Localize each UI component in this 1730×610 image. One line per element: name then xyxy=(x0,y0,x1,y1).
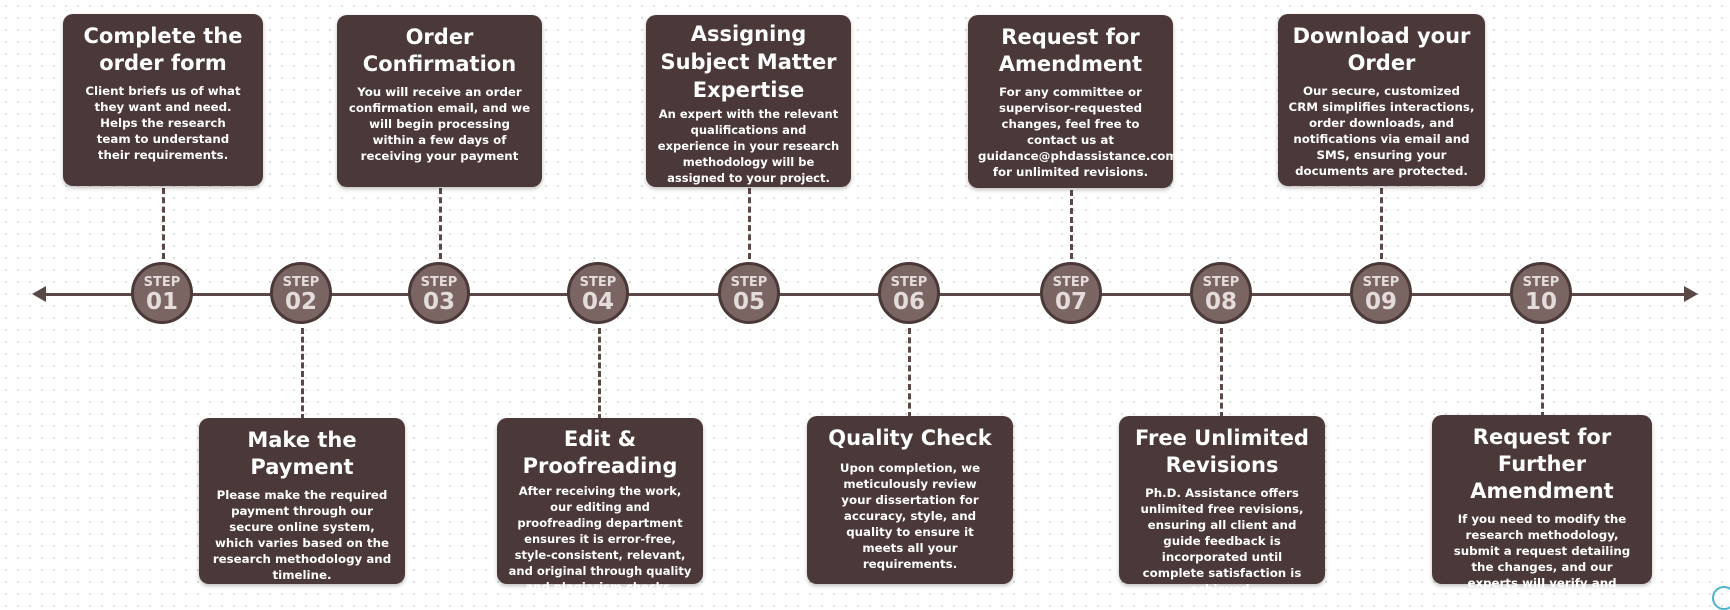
connector-step-08 xyxy=(1220,328,1223,418)
step-06-card: Quality Check Upon completion, we meticu… xyxy=(807,416,1013,584)
timeline-right-arrow-icon xyxy=(1684,286,1698,302)
step-02-number: 02 xyxy=(284,289,317,315)
step-03-card: Order Confirmation You will receive an o… xyxy=(337,15,542,187)
step-01-title: Complete the order form xyxy=(83,24,243,75)
connector-step-04 xyxy=(598,328,601,420)
step-03-marker: STEP 03 xyxy=(408,262,470,324)
step-02-marker: STEP 02 xyxy=(270,262,332,324)
step-10-description: If you need to modify the research metho… xyxy=(1453,512,1631,606)
connector-step-01 xyxy=(162,188,165,259)
step-02-label: STEP xyxy=(282,275,320,290)
step-02-title: Make the Payment xyxy=(247,428,357,479)
step-08-marker: STEP 08 xyxy=(1190,262,1252,324)
step-03-title: Order Confirmation xyxy=(362,25,517,76)
step-09-card: Download your Order Our secure, customiz… xyxy=(1278,14,1485,186)
step-08-description: Ph.D. Assistance offers unlimited free r… xyxy=(1140,486,1304,596)
step-07-marker: STEP 07 xyxy=(1040,262,1102,324)
step-10-number: 10 xyxy=(1524,289,1557,315)
connector-step-10 xyxy=(1541,328,1544,418)
connector-step-05 xyxy=(748,188,751,259)
corner-decoration-icon xyxy=(1712,586,1730,610)
step-04-marker: STEP 04 xyxy=(567,262,629,324)
step-10-title: Request for Further Amendment xyxy=(1470,425,1614,503)
step-09-title: Download your Order xyxy=(1292,24,1471,75)
step-06-description: Upon completion, we meticulously review … xyxy=(839,461,981,571)
step-07-title: Request for Amendment xyxy=(998,25,1143,76)
timeline-axis xyxy=(40,293,1690,296)
step-06-label: STEP xyxy=(890,275,928,290)
step-04-title: Edit & Proofreading xyxy=(522,427,678,478)
step-01-marker: STEP 01 xyxy=(131,262,193,324)
step-08-card: Free Unlimited Revisions Ph.D. Assistanc… xyxy=(1119,416,1325,596)
step-10-card: Request for Further Amendment If you nee… xyxy=(1432,415,1652,606)
connector-step-06 xyxy=(908,328,911,418)
step-04-card: Edit & Proofreading After receiving the … xyxy=(497,418,703,594)
step-09-description: Our secure, customized CRM simplifies in… xyxy=(1288,84,1475,178)
step-10-marker: STEP 10 xyxy=(1510,262,1572,324)
step-06-marker: STEP 06 xyxy=(878,262,940,324)
connector-step-09 xyxy=(1380,188,1383,259)
step-09-number: 09 xyxy=(1364,289,1397,315)
step-01-card: Complete the order form Client briefs us… xyxy=(63,14,263,186)
step-05-title: Assigning Subject Matter Expertise xyxy=(660,22,837,102)
step-06-number: 06 xyxy=(892,289,925,315)
connector-step-02 xyxy=(301,328,304,420)
step-03-number: 03 xyxy=(422,289,455,315)
step-01-label: STEP xyxy=(143,275,181,290)
step-02-card: Make the Payment Please make the require… xyxy=(199,418,405,584)
step-09-label: STEP xyxy=(1362,275,1400,290)
step-07-description: For any committee or supervisor-requeste… xyxy=(978,85,1178,179)
step-05-marker: STEP 05 xyxy=(718,262,780,324)
step-01-number: 01 xyxy=(145,289,178,315)
step-03-description: You will receive an order confirmation e… xyxy=(348,85,531,163)
step-07-card: Request for Amendment For any committee … xyxy=(968,15,1178,188)
step-06-title: Quality Check xyxy=(828,426,992,450)
connector-step-03 xyxy=(439,188,442,259)
step-04-label: STEP xyxy=(579,275,617,290)
step-01-description: Client briefs us of what they want and n… xyxy=(85,84,241,162)
step-10-label: STEP xyxy=(1522,275,1560,290)
step-04-description: After receiving the work, our editing an… xyxy=(508,484,692,594)
step-07-number: 07 xyxy=(1054,289,1087,315)
step-08-number: 08 xyxy=(1204,289,1237,315)
step-09-marker: STEP 09 xyxy=(1350,262,1412,324)
timeline-left-arrow-icon xyxy=(32,286,46,302)
step-04-number: 04 xyxy=(581,289,614,315)
step-05-description: An expert with the relevant qualificatio… xyxy=(657,107,840,185)
step-07-label: STEP xyxy=(1052,275,1090,290)
step-05-number: 05 xyxy=(732,289,765,315)
connector-step-07 xyxy=(1070,190,1073,259)
step-05-label: STEP xyxy=(730,275,768,290)
step-03-label: STEP xyxy=(420,275,458,290)
step-05-card: Assigning Subject Matter Expertise An ex… xyxy=(646,15,851,187)
step-08-title: Free Unlimited Revisions xyxy=(1135,426,1309,477)
step-02-description: Please make the required payment through… xyxy=(212,488,392,582)
step-08-label: STEP xyxy=(1202,275,1240,290)
